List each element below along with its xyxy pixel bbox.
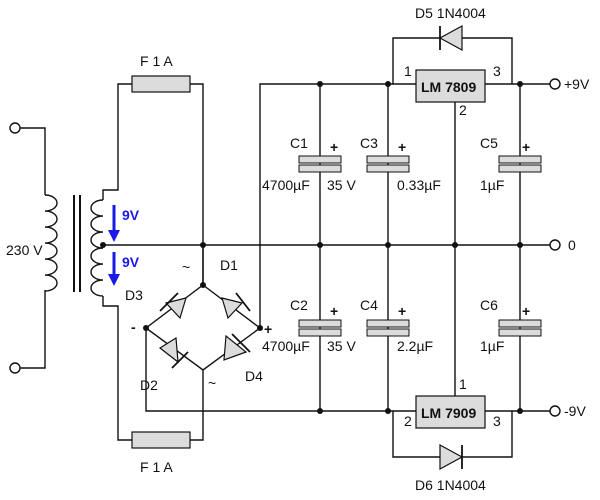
bridge-minus: - [131,319,136,335]
bridge-ac-bottom: ~ [208,375,216,391]
reg-pos-pin1: 1 [404,63,412,79]
fuse-bottom-label: F 1 A [140,459,173,475]
c2-name: C2 [290,297,308,313]
c3-name: C3 [360,135,378,151]
diode-d3 [164,297,187,320]
c2-plus: + [330,303,338,319]
fuse-bottom: F 1 A [131,431,191,475]
capacitor-c6: C6 + 1µF [480,297,542,354]
d6-label: D6 1N4004 [415,477,486,493]
c2-voltage: 35 V [327,338,356,354]
secondary-winding: 9V 9V [90,199,140,297]
output-terminal-gnd[interactable] [549,239,561,251]
c5-value: 1µF [480,177,504,193]
d3-label: D3 [125,287,143,303]
reg-neg-pin2: 2 [404,413,412,429]
capacitor-c5: C5 + 1µF [480,135,542,193]
d1-label: D1 [220,257,238,273]
regulator-negative: LM 7909 1 2 3 [393,245,501,429]
reg-pos-pin2: 2 [459,102,467,118]
capacitor-c4: C4 + 2.2µF [360,297,433,354]
c2-value: 4700µF [262,338,310,354]
c5-plus: + [522,139,530,155]
capacitor-c1: C1 + 4700µF 35 V [262,135,356,193]
c6-value: 1µF [480,338,504,354]
d2-label: D2 [140,377,158,393]
fuse-top-label: F 1 A [140,53,173,69]
d4-label: D4 [245,368,263,384]
fuse-top: F 1 A [131,53,191,93]
c3-value: 0.33µF [397,177,441,193]
output-pos-label: +9V [564,76,590,92]
c1-name: C1 [290,135,308,151]
c1-plus: + [330,139,338,155]
output-gnd-label: 0 [568,237,576,253]
c6-plus: + [522,303,530,319]
output-neg-label: -9V [564,403,586,419]
reg-neg-pin1: 1 [459,376,467,392]
mains-terminal-top[interactable] [9,122,21,134]
primary-winding: 230 V [6,122,58,374]
c1-value: 4700µF [262,177,310,193]
secondary-bottom-voltage: 9V [122,254,140,270]
c4-value: 2.2µF [397,338,433,354]
primary-voltage-label: 230 V [6,242,43,258]
output-terminal-pos[interactable] [549,78,561,90]
capacitor-c2: C2 + 4700µF 35 V [262,297,356,354]
regulator-positive-label: LM 7809 [421,79,476,95]
c5-name: C5 [480,135,498,151]
diode-d2 [158,336,179,364]
bridge-plus: + [264,321,272,337]
regulator-negative-label: LM 7909 [421,405,476,421]
capacitor-c3: C3 + 0.33µF [360,135,441,193]
reg-pos-pin3: 3 [493,63,501,79]
output-terminal-neg[interactable] [549,405,561,417]
c4-plus: + [398,303,406,319]
c6-name: C6 [480,297,498,313]
c4-name: C4 [360,297,378,313]
mains-terminal-bottom[interactable] [9,362,21,374]
diode-d5: D5 1N4004 [392,5,513,84]
secondary-top-voltage: 9V [122,207,140,223]
transformer-core [73,195,81,292]
c1-voltage: 35 V [327,177,356,193]
diode-d4 [223,334,248,361]
bridge-rectifier: D1 D2 D3 D4 ~ ~ + - [125,257,272,393]
reg-neg-pin3: 3 [493,413,501,429]
d5-label: D5 1N4004 [415,5,486,21]
regulator-positive: LM 7809 1 2 3 [393,63,501,245]
bridge-ac-top: ~ [182,259,190,275]
c3-plus: + [398,139,406,155]
diode-d1 [221,297,244,320]
diode-d6: D6 1N4004 [392,411,513,493]
